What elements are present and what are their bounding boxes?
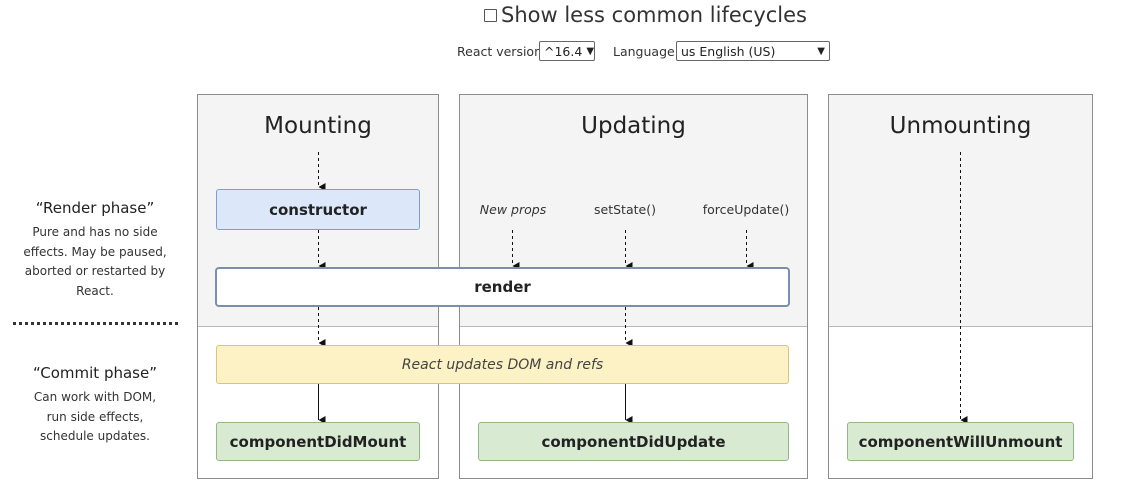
trigger-force-update: forceUpdate()	[702, 202, 790, 217]
constructor-box: constructor	[216, 189, 420, 230]
less-common-checkbox[interactable]	[484, 8, 497, 22]
toggle-label: Show less common lifecycles	[501, 3, 807, 27]
render-phase-line: aborted or restarted by	[24, 264, 166, 278]
react-version-select[interactable]: ^16.4 ▼	[539, 41, 595, 61]
react-version-label: React version	[457, 44, 543, 59]
trigger-set-state: setState()	[594, 202, 656, 217]
less-common-lifecycles-toggle[interactable]: Show less common lifecycles	[484, 2, 807, 28]
phase-divider	[13, 322, 178, 325]
updating-title: Updating	[581, 113, 686, 139]
render-phase-line: React.	[76, 283, 114, 298]
component-did-mount-box: componentDidMount	[216, 422, 420, 461]
unmounting-render-area	[829, 95, 1092, 327]
commit-phase-description: Can work with DOM, run side effects, sch…	[14, 388, 176, 447]
commit-phase-line: schedule updates.	[40, 429, 150, 443]
language-value: us English (US)	[681, 43, 776, 59]
mounting-title: Mounting	[264, 113, 372, 139]
component-did-update-box: componentDidUpdate	[478, 422, 789, 461]
language-select[interactable]: us English (US) ▼	[676, 41, 830, 61]
react-updates-dom-box: React updates DOM and refs	[216, 345, 789, 384]
component-will-unmount-box: componentWillUnmount	[847, 422, 1074, 461]
language-label: Language	[613, 44, 675, 59]
render-phase-title: “Render phase”	[35, 199, 155, 217]
render-phase-line: Pure and has no side	[32, 225, 158, 239]
render-phase-line: effects. May be paused,	[23, 244, 167, 259]
commit-phase-line: Can work with DOM,	[33, 390, 157, 404]
chevron-down-icon: ▼	[817, 45, 825, 57]
react-version-value: ^16.4	[544, 43, 583, 59]
chevron-down-icon: ▼	[586, 45, 595, 57]
render-box: render	[215, 267, 790, 307]
unmounting-title: Unmounting	[889, 113, 1032, 139]
trigger-new-props: New props	[479, 202, 547, 217]
commit-phase-title: “Commit phase”	[33, 364, 157, 382]
render-phase-description: Pure and has no side effects. May be pau…	[14, 223, 176, 301]
commit-phase-line: run side effects,	[46, 409, 144, 424]
